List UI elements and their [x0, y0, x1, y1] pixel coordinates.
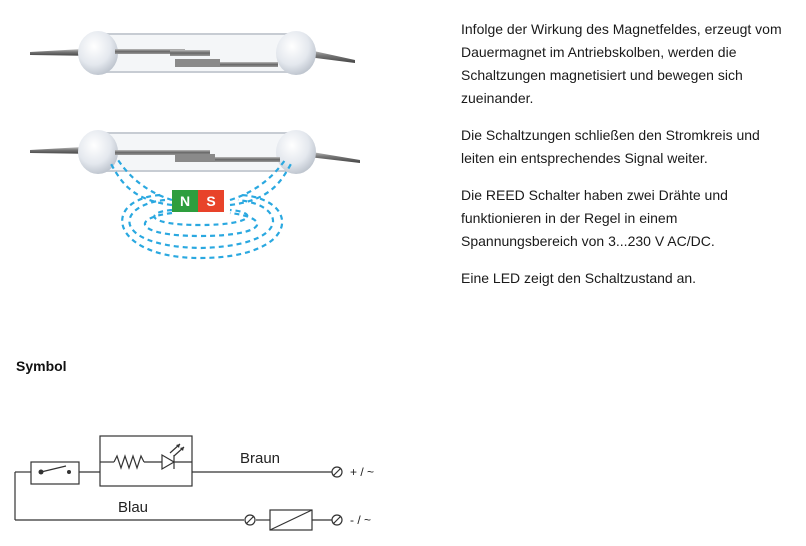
resistor-symbol [113, 454, 145, 470]
description-paragraph: Die Schaltzungen schließen den Stromkrei… [461, 127, 760, 166]
terminal-label-positive: + / ~ [350, 465, 374, 479]
reed-switch-closed [30, 130, 360, 174]
symbol-heading: Symbol [16, 358, 67, 374]
terminal-icon [244, 514, 256, 526]
circuit-symbol: Braun Blau + / ~ - / ~ [14, 435, 374, 531]
magnet-south-label: S [206, 193, 215, 209]
permanent-magnet: N S [172, 190, 224, 212]
reed-switch-open [30, 31, 355, 75]
reed-switch-illustration: N S [30, 31, 360, 260]
led-indicator-symbol [99, 435, 193, 487]
terminal-label-negative: - / ~ [350, 513, 371, 527]
magnet-north-label: N [180, 193, 190, 209]
wire-label-blue: Blau [118, 499, 148, 516]
switch-symbol [30, 461, 80, 485]
terminal-icon [331, 514, 343, 526]
terminal-icon [331, 466, 343, 478]
description-paragraph: Eine LED zeigt den Schaltzustand an. [461, 270, 697, 286]
magnetic-field-lines [109, 159, 293, 260]
wire-label-brown: Braun [240, 450, 280, 467]
description-paragraph: Infolge der Wirkung des Magnetfeldes, er… [461, 21, 782, 106]
description-paragraph: Die REED Schalter haben zwei Drähte und … [461, 187, 728, 249]
description-text: Infolge der Wirkung des Magnetfeldes, er… [461, 18, 791, 304]
